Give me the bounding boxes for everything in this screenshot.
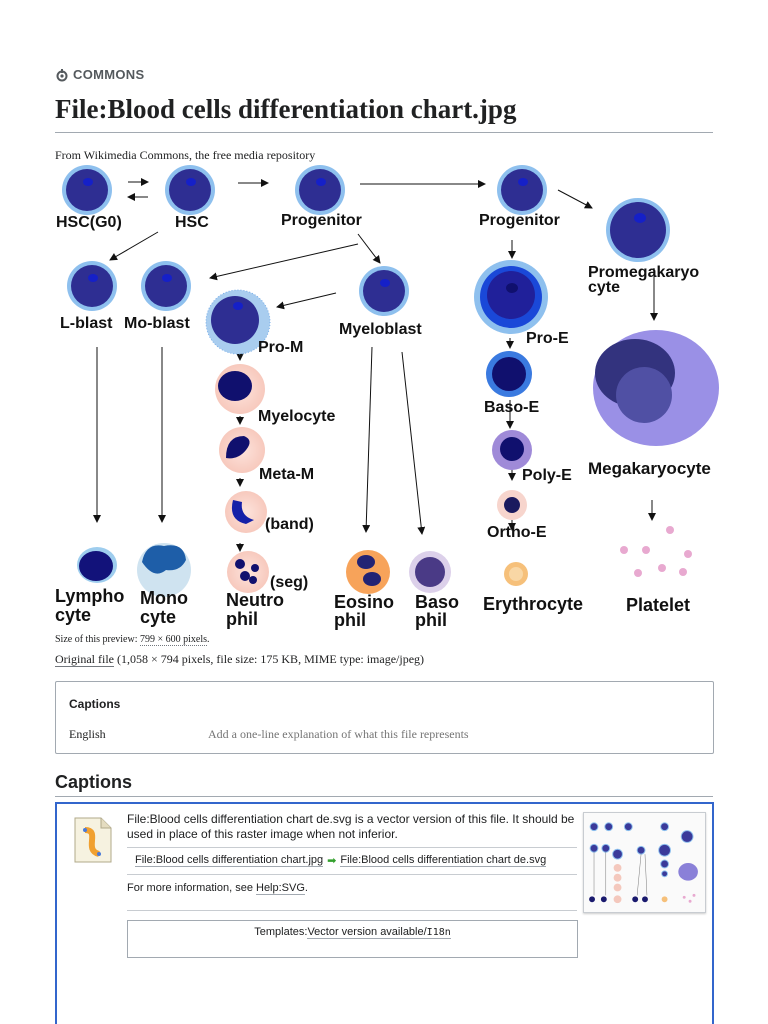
vector-separator-3: [127, 910, 577, 911]
label-baso-e: Baso-E: [484, 399, 539, 416]
site-tagline: From Wikimedia Commons, the free media r…: [55, 148, 316, 162]
basophil-cell: [409, 551, 451, 593]
progenitor-cell: [295, 165, 345, 215]
meta-m-cell: [219, 427, 265, 473]
commons-logo-icon: [56, 68, 68, 81]
ortho-e-cell: [497, 490, 527, 520]
captions-section-heading: Captions: [55, 772, 133, 792]
label-myelocyte: Myelocyte: [258, 408, 335, 425]
more-info-prefix: For more information, see: [127, 882, 256, 894]
vector-file-links: File:Blood cells differentiation chart.j…: [135, 854, 547, 867]
hsc-cell: [165, 165, 215, 215]
original-file-link[interactable]: Original file: [55, 652, 114, 667]
label-seg: (seg): [270, 574, 308, 591]
lblast-cell: [67, 261, 117, 311]
label-band: (band): [265, 516, 314, 533]
captions-box-heading: Captions: [69, 697, 121, 711]
label-lymphocyte-2: cyte: [55, 605, 91, 625]
label-promegakaryocyte-2: cyte: [588, 279, 620, 296]
vector-version-notice: File:Blood cells differentiation chart d…: [55, 802, 714, 1024]
more-info-suffix: .: [304, 882, 308, 894]
svg-thumbnail[interactable]: [583, 812, 706, 913]
label-neutrophil-1: Neutro: [226, 590, 284, 610]
label-neutrophil-2: phil: [226, 609, 258, 629]
erythrocyte-cell: [504, 562, 528, 586]
label-erythrocyte: Erythrocyte: [483, 594, 583, 614]
vector-more-info: For more information, see Help:SVG.: [127, 882, 308, 895]
caption-language: English: [69, 727, 106, 741]
preview-size-suffix: .: [207, 634, 210, 645]
templates-link[interactable]: Vector version available/I18n: [307, 926, 451, 939]
captions-editor-box: Captions English: [55, 681, 714, 754]
templates-link-text: Vector version available/: [307, 926, 427, 938]
help-svg-link[interactable]: Help:SVG: [256, 882, 305, 895]
myeloblast-cell: [359, 266, 409, 316]
original-file-info: Original file (1,058 × 794 pixels, file …: [55, 652, 424, 667]
pro-e-cell: [474, 260, 548, 334]
eosinophil-cell: [346, 550, 390, 594]
label-pro-m: Pro-M: [258, 339, 303, 356]
baso-e-cell: [486, 351, 532, 397]
label-poly-e: Poly-E: [522, 467, 572, 484]
label-platelet: Platelet: [626, 595, 690, 615]
logo-text: COMMONS: [73, 67, 145, 82]
megakaryocyte-cell: [593, 330, 719, 446]
label-lblast: L-blast: [60, 315, 113, 332]
band-cell: [225, 491, 267, 533]
label-megakaryocyte: Megakaryocyte: [588, 459, 711, 478]
preview-size-prefix: Size of this preview:: [55, 634, 140, 645]
differentiation-arrows: [93, 178, 658, 552]
monocyte-cell: [137, 543, 191, 597]
original-file-details: (1,058 × 794 pixels, file size: 175 KB, …: [113, 652, 425, 666]
label-hsc-g0: HSC(G0): [56, 214, 122, 231]
section-divider: [55, 796, 713, 797]
label-promegakaryocyte-1: Promegakaryo: [588, 264, 699, 281]
label-hsc: HSC: [175, 214, 209, 231]
promegakaryocyte-cell: [606, 198, 670, 262]
hsc-g0-cell: [62, 165, 112, 215]
blood-cells-chart-image[interactable]: HSC(G0) HSC Progenitor Progenitor Promeg…: [50, 160, 720, 630]
page-title: File:Blood cells differentiation chart.j…: [55, 94, 517, 124]
vector-separator-1: [127, 847, 577, 848]
progenitor-cell-2: [497, 165, 547, 215]
svg-file-icon: [74, 817, 112, 863]
site-logo[interactable]: COMMONS: [55, 67, 144, 82]
label-myeloblast: Myeloblast: [339, 321, 422, 338]
label-pro-e: Pro-E: [526, 330, 569, 347]
vector-notice-text: File:Blood cells differentiation chart d…: [127, 812, 575, 841]
label-ortho-e: Ortho-E: [487, 524, 547, 541]
preview-size-info: Size of this preview: 799 × 600 pixels.: [55, 634, 210, 646]
label-progenitor: Progenitor: [281, 212, 362, 229]
platelets: [620, 526, 692, 577]
seg-cell: [227, 551, 269, 593]
templates-prefix: Templates:: [254, 926, 308, 938]
right-arrow-icon: ➡: [327, 855, 337, 867]
vector-separator-2: [127, 874, 577, 875]
label-moblast: Mo-blast: [124, 315, 190, 332]
raster-file-link[interactable]: File:Blood cells differentiation chart.j…: [135, 854, 324, 867]
myelocyte-cell: [215, 364, 265, 414]
label-eosinophil-2: phil: [334, 610, 366, 630]
label-progenitor-2: Progenitor: [479, 212, 560, 229]
label-eosinophil-1: Eosino: [334, 592, 394, 612]
lymphocyte-cell: [77, 547, 117, 583]
label-monocyte-1: Mono: [140, 588, 188, 608]
label-basophil-1: Baso: [415, 592, 459, 612]
title-divider: [55, 132, 713, 133]
templates-link-code: I18n: [426, 927, 451, 938]
pro-m-cell: [205, 289, 271, 355]
moblast-cell: [141, 261, 191, 311]
svg-file-link[interactable]: File:Blood cells differentiation chart d…: [340, 854, 547, 867]
label-meta-m: Meta-M: [259, 466, 314, 483]
poly-e-cell: [492, 430, 532, 470]
label-lymphocyte-1: Lympho: [55, 586, 124, 606]
preview-size-link[interactable]: 799 × 600 pixels: [139, 634, 208, 646]
label-monocyte-2: cyte: [140, 607, 176, 627]
templates-box: Templates:Vector version available/I18n: [127, 920, 578, 958]
label-basophil-2: phil: [415, 610, 447, 630]
caption-input[interactable]: [208, 727, 628, 742]
